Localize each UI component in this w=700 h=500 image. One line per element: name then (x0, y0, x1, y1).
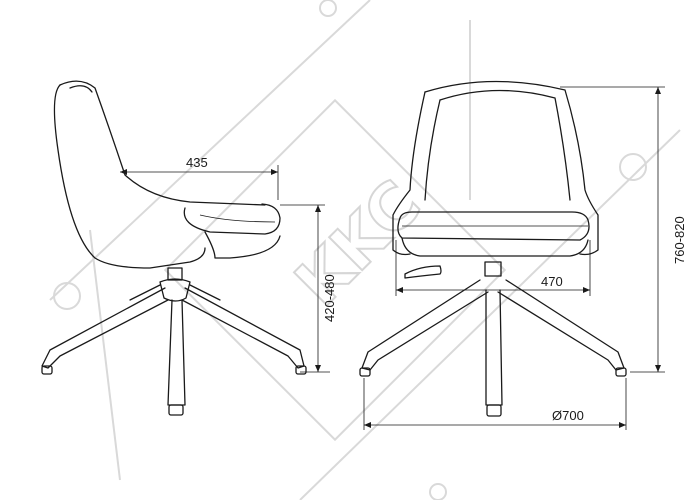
seat-height-label: 420-480 (322, 274, 337, 322)
dimension-seat-width: 470 (395, 240, 591, 296)
dimension-seat-height: 420-480 (280, 204, 337, 373)
watermark-text: KKC (282, 167, 436, 321)
overall-height-label: 760-820 (672, 216, 687, 264)
base-diameter-label: Ø700 (552, 408, 584, 423)
seat-width-label: 470 (541, 274, 563, 289)
dimension-overall-height: 760-820 (560, 86, 687, 373)
front-view-chair (359, 80, 627, 417)
seat-depth-label: 435 (186, 155, 208, 170)
dimension-base-diameter: Ø700 (363, 378, 627, 430)
side-view-chair (41, 80, 307, 416)
dimension-seat-depth: 435 (120, 155, 279, 200)
